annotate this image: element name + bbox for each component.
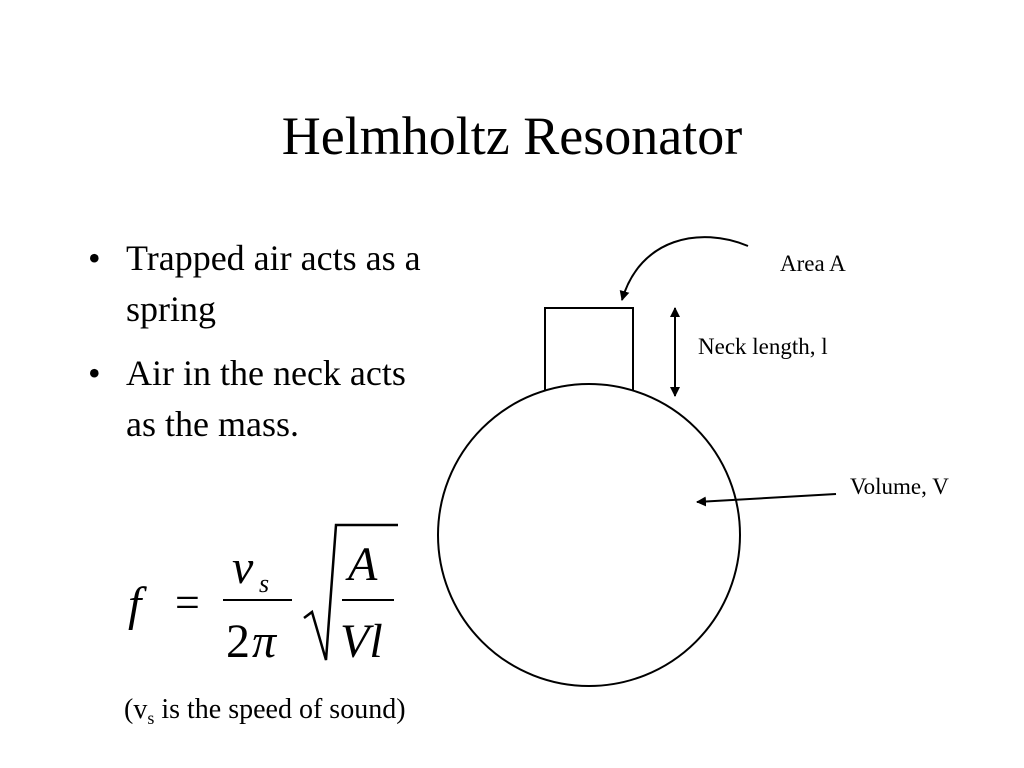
formula-area: A: [345, 538, 378, 591]
formula-radical-sign: [303, 523, 398, 661]
bullet-list: • Trapped air acts as a spring • Air in …: [84, 233, 444, 463]
slide-title: Helmholtz Resonator: [281, 106, 743, 166]
formula-f: f: [128, 578, 147, 631]
caption-rest: is the speed of sound): [154, 694, 406, 725]
caption-open: (v: [124, 694, 148, 725]
resonator-body: [437, 383, 741, 687]
bullet-item-mass: • Air in the neck acts as the mass.: [84, 348, 444, 450]
resonance-formula: f = v s 2 π A Vl: [128, 523, 398, 668]
formula-v: v: [232, 541, 254, 594]
area-arrow: [619, 236, 749, 301]
resonator-diagram: Area A Neck length, l Volume, V: [437, 236, 949, 687]
bullet-marker: •: [88, 238, 101, 278]
label-volume: Volume, V: [850, 474, 949, 499]
volume-arrow: [696, 493, 837, 507]
bullet-text-spring: Trapped air acts as a spring: [126, 238, 421, 329]
formula-two: 2: [226, 615, 250, 668]
bullet-text-mass: Air in the neck acts as the mass.: [126, 353, 406, 444]
label-area: Area A: [780, 251, 846, 276]
caption-subscript: s: [147, 708, 155, 728]
speed-of-sound-caption: (vs is the speed of sound): [124, 690, 406, 738]
formula-pi: π: [252, 615, 278, 668]
formula-v-subscript: s: [259, 569, 269, 598]
formula-equals: =: [175, 578, 200, 627]
label-neck-length: Neck length, l: [698, 334, 828, 359]
bullet-marker: •: [88, 353, 101, 393]
bullet-item-spring: • Trapped air acts as a spring: [84, 233, 444, 335]
formula-volume-length: Vl: [340, 615, 383, 668]
